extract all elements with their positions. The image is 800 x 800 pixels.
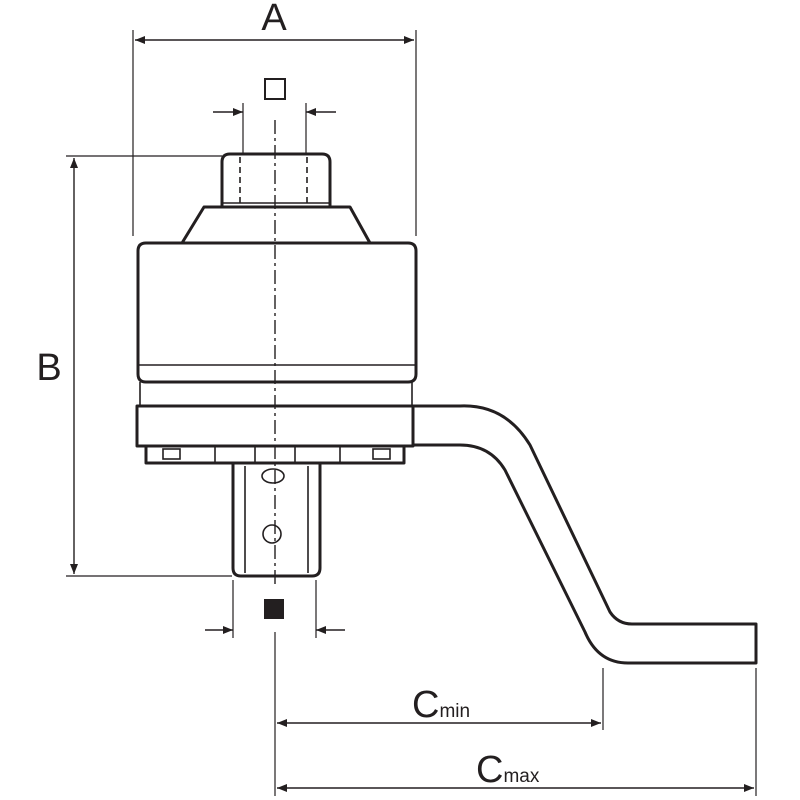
output-square-drive [231, 461, 322, 578]
output-square-dimension [205, 580, 345, 638]
dimension-c-min-main: C [412, 684, 439, 726]
main-housing [136, 241, 418, 384]
output-pin-hole-top [261, 468, 285, 484]
bolt-head-right [372, 448, 391, 460]
dimension-c-max: Cmax [277, 668, 757, 796]
bolt-head-left [162, 448, 181, 460]
reaction-arm [408, 404, 758, 665]
dimension-c-max-main: C [476, 749, 503, 791]
dimension-a-label: A [261, 0, 287, 39]
input-square-dimension [213, 78, 336, 160]
dimension-b: B [36, 155, 232, 577]
dimension-a: A [132, 0, 417, 236]
dimension-c-max-sub: max [503, 766, 539, 787]
dimension-c-max-label: Cmax [476, 749, 540, 791]
filled-square-icon [264, 599, 284, 619]
conical-top [180, 205, 372, 245]
dimension-c-min: Cmin [277, 668, 604, 730]
dimension-b-label: B [36, 347, 61, 389]
output-pin-hole [262, 524, 282, 544]
dimension-c-min-sub: min [439, 701, 470, 722]
input-hub [220, 152, 332, 209]
tool-body [135, 152, 758, 665]
open-square-icon [264, 78, 286, 100]
dimension-c-min-label: Cmin [412, 684, 470, 726]
